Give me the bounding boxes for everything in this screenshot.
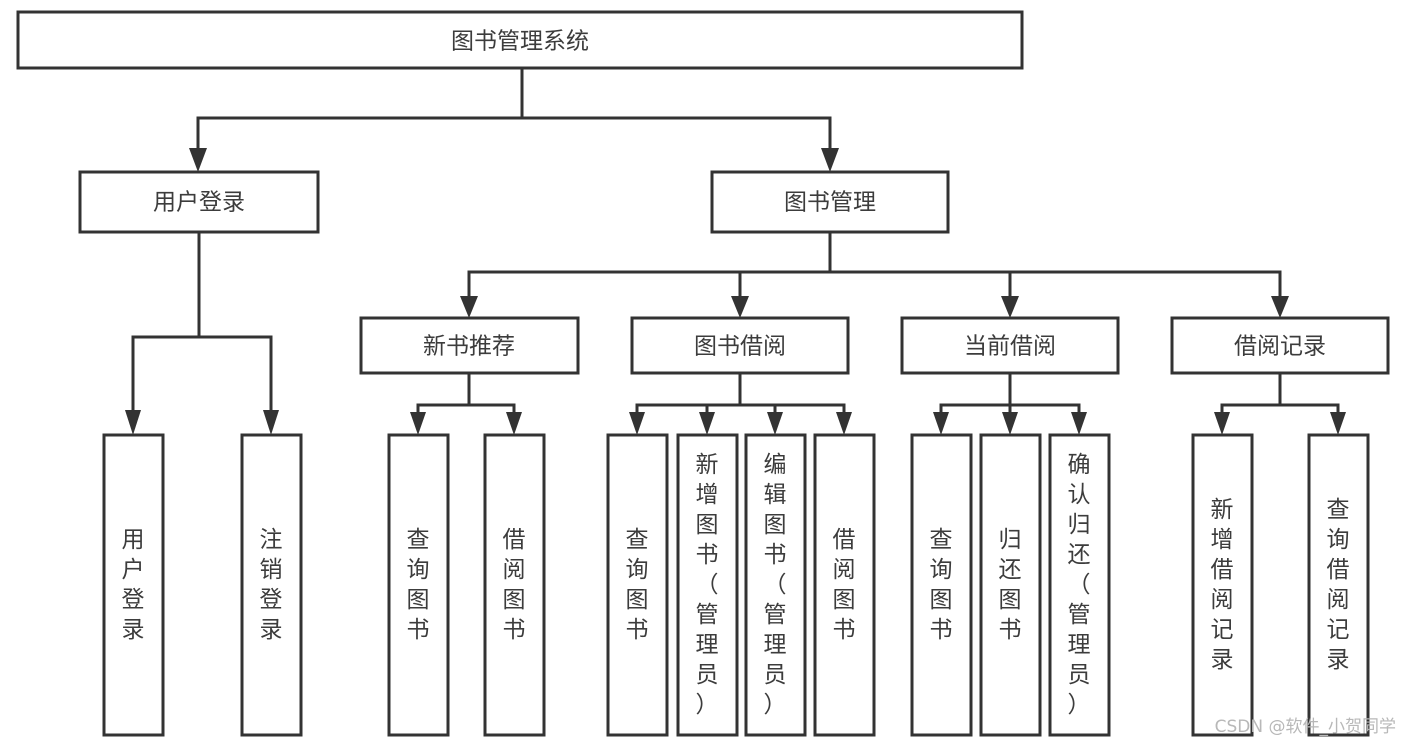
arrowhead-leaf-return-book [1002, 412, 1018, 435]
node-root-box[interactable] [16, 10, 1024, 70]
node-user-login-label: 用户登录 [153, 190, 245, 216]
arrowhead-leaf-confirm-return [1071, 412, 1087, 435]
node-book-manage-box[interactable] [710, 170, 950, 234]
arrowhead-leaf-borrow-book-1 [506, 412, 522, 435]
arrowhead-borrow-record [1271, 296, 1289, 318]
node-leaf-user-login-box[interactable] [102, 433, 165, 737]
node-leaf-borrow-book-1-label: 借阅图书 [503, 527, 526, 643]
node-leaf-confirm-return[interactable]: 确认归还（管理员） [1048, 433, 1111, 737]
node-leaf-return-book[interactable]: 归还图书 [979, 433, 1042, 737]
node-user-login-box[interactable] [78, 170, 320, 234]
connector-group-current-borrow [933, 371, 1087, 435]
node-root[interactable]: 图书管理系统 [16, 10, 1024, 70]
node-leaf-confirm-return-label: 确认归还（管理员） [1068, 452, 1091, 718]
node-leaf-query-book-1-label: 查询图书 [407, 527, 430, 643]
arrowhead-leaf-edit-book [767, 412, 783, 435]
node-book-manage-label: 图书管理 [784, 190, 876, 216]
node-leaf-query-book-1[interactable]: 查询图书 [387, 433, 450, 737]
connector-group-book-borrow [629, 371, 852, 435]
arrowhead-current-borrow [1001, 296, 1019, 318]
node-leaf-query-record-label: 查询借阅记录 [1327, 497, 1350, 673]
node-leaf-confirm-return-box[interactable] [1048, 433, 1111, 737]
arrowhead-leaf-query-book-3 [933, 412, 949, 435]
arrowhead-leaf-user-logout [263, 410, 279, 435]
node-leaf-return-book-box[interactable] [979, 433, 1042, 737]
node-leaf-add-book-label: 新增图书（管理员） [696, 452, 719, 718]
node-leaf-add-book-box[interactable] [676, 433, 739, 737]
connector-group-borrow-record [1214, 371, 1346, 435]
node-leaf-query-book-2-label: 查询图书 [626, 527, 649, 643]
node-leaf-add-book[interactable]: 新增图书（管理员） [676, 433, 739, 737]
node-new-book-recommend-box[interactable] [359, 316, 580, 375]
node-leaf-query-book-3-label: 查询图书 [930, 527, 953, 643]
arrowhead-leaf-add-book [699, 412, 715, 435]
connector-group-book-manage [460, 230, 1289, 318]
arrowhead-user-login [189, 148, 207, 172]
connector-group-new-book-recommend [410, 371, 522, 435]
node-borrow-record-box[interactable] [1170, 316, 1390, 375]
node-leaf-borrow-book-1[interactable]: 借阅图书 [483, 433, 546, 737]
node-leaf-query-book-2-box[interactable] [606, 433, 669, 737]
arrowhead-book-borrow [731, 296, 749, 318]
node-leaf-user-logout-label: 注销登录 [260, 527, 283, 643]
node-leaf-borrow-book-2-box[interactable] [813, 433, 876, 737]
node-leaf-query-book-3[interactable]: 查询图书 [910, 433, 973, 737]
node-leaf-user-logout-box[interactable] [240, 433, 303, 737]
node-leaf-user-login[interactable]: 用户登录 [102, 433, 165, 737]
arrowhead-new-book-recommend [460, 296, 478, 318]
csdn-watermark: CSDN @软件_小贺同学 [1215, 717, 1396, 737]
node-leaf-edit-book-box[interactable] [744, 433, 807, 737]
node-book-borrow-box[interactable] [630, 316, 850, 375]
node-borrow-record[interactable]: 借阅记录 [1170, 316, 1390, 375]
node-new-book-recommend[interactable]: 新书推荐 [359, 316, 580, 375]
node-current-borrow[interactable]: 当前借阅 [900, 316, 1120, 375]
node-leaf-return-book-label: 归还图书 [999, 527, 1022, 643]
node-leaf-edit-book[interactable]: 编辑图书（管理员） [744, 433, 807, 737]
arrowhead-leaf-query-book-1 [410, 412, 426, 435]
arrowhead-leaf-user-login [125, 410, 141, 435]
node-user-login[interactable]: 用户登录 [78, 170, 320, 234]
node-leaf-query-book-3-box[interactable] [910, 433, 973, 737]
node-leaf-add-record[interactable]: 新增借阅记录 [1191, 433, 1254, 737]
arrowhead-leaf-borrow-book-2 [836, 412, 852, 435]
node-root-label: 图书管理系统 [451, 29, 589, 55]
node-leaf-query-record[interactable]: 查询借阅记录 [1307, 433, 1370, 737]
arrowhead-book-manage [821, 148, 839, 172]
node-leaf-query-book-1-box[interactable] [387, 433, 450, 737]
node-leaf-edit-book-label: 编辑图书（管理员） [764, 452, 787, 718]
node-leaf-user-logout[interactable]: 注销登录 [240, 433, 303, 737]
node-book-manage[interactable]: 图书管理 [710, 170, 950, 234]
node-book-borrow[interactable]: 图书借阅 [630, 316, 850, 375]
node-borrow-record-label: 借阅记录 [1234, 334, 1326, 360]
arrowhead-leaf-add-record [1214, 412, 1230, 435]
node-leaf-add-record-label: 新增借阅记录 [1211, 497, 1234, 673]
node-leaf-add-record-box[interactable] [1191, 433, 1254, 737]
node-leaf-user-login-label: 用户登录 [122, 527, 145, 643]
node-leaf-query-book-2[interactable]: 查询图书 [606, 433, 669, 737]
arrowhead-leaf-query-book-2 [629, 412, 645, 435]
node-current-borrow-label: 当前借阅 [964, 334, 1056, 360]
node-leaf-borrow-book-1-box[interactable] [483, 433, 546, 737]
node-leaf-borrow-book-2-label: 借阅图书 [833, 527, 856, 643]
node-book-borrow-label: 图书借阅 [694, 334, 786, 360]
node-new-book-recommend-label: 新书推荐 [423, 334, 515, 360]
node-current-borrow-box[interactable] [900, 316, 1120, 375]
node-leaf-borrow-book-2[interactable]: 借阅图书 [813, 433, 876, 737]
node-leaf-query-record-box[interactable] [1307, 433, 1370, 737]
arrowhead-leaf-query-record [1330, 412, 1346, 435]
connector-group-root [189, 66, 839, 172]
connector-group-user-login [125, 230, 279, 435]
